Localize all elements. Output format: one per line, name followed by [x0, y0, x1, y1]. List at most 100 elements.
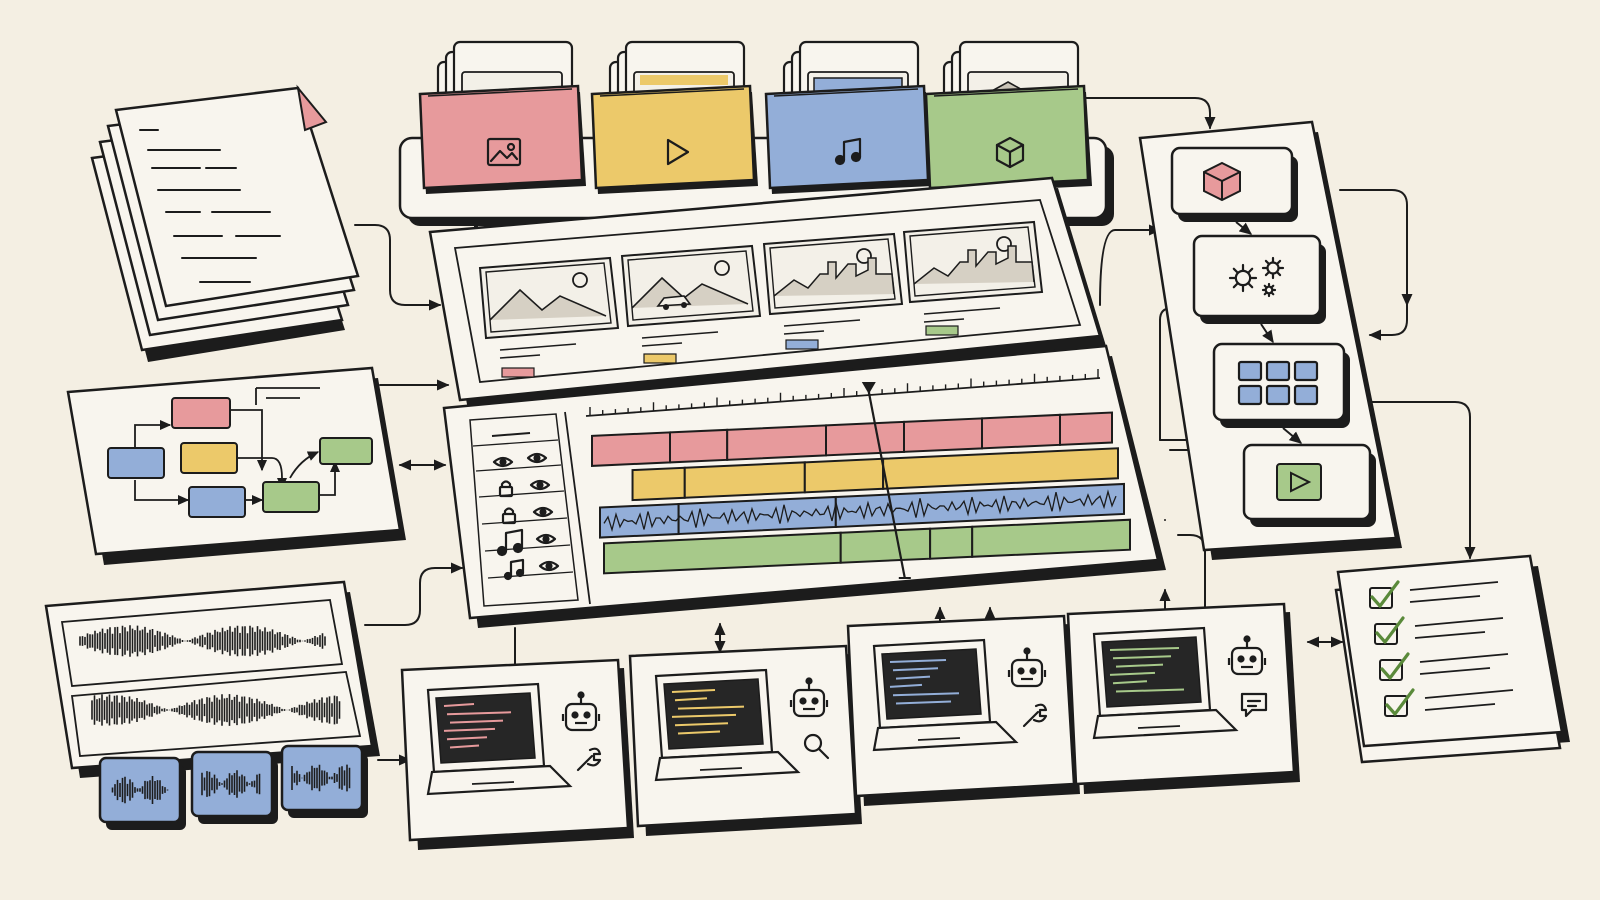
- storyboard-tag: [643, 353, 677, 364]
- laptop-icon: [426, 682, 573, 796]
- code-line: [449, 744, 480, 749]
- timeline-clip[interactable]: [803, 457, 885, 494]
- track-header-2: [501, 507, 517, 525]
- code-line: [1109, 671, 1156, 676]
- eye-icon: [529, 479, 551, 491]
- track-toggle-3: [535, 533, 557, 545]
- chat-bubble-icon: [1240, 692, 1268, 718]
- code-line: [895, 675, 931, 680]
- eye-icon: [538, 560, 560, 572]
- checkmark-icon: [1370, 580, 1400, 608]
- track-header-1: [498, 480, 514, 498]
- cube-icon: [1203, 161, 1241, 202]
- audio-waveform-1: [79, 625, 326, 657]
- timeline-clip[interactable]: [981, 413, 1061, 450]
- track-toggle-4: [538, 560, 560, 572]
- timeline-clip[interactable]: [882, 447, 1119, 490]
- checklist-item-3: [1379, 652, 1509, 681]
- checklist-item-1: [1369, 580, 1499, 609]
- timeline-clip[interactable]: [591, 431, 671, 467]
- audio-clip-2[interactable]: [190, 750, 278, 824]
- wrench-icon: [1022, 703, 1048, 728]
- timeline-track-green: [603, 518, 1131, 575]
- code-line: [671, 689, 716, 693]
- pipeline-step-gears-icon[interactable]: [1192, 234, 1326, 324]
- timeline-clip[interactable]: [1059, 411, 1113, 446]
- music-note-icon: [834, 137, 862, 166]
- code-line: [446, 736, 488, 741]
- eye-icon: [532, 506, 554, 518]
- timeline-clip[interactable]: [971, 518, 1131, 558]
- pipeline-arrow: [1235, 221, 1253, 235]
- timeline-clip[interactable]: [599, 502, 680, 539]
- code-line: [1115, 688, 1185, 693]
- code-line: [677, 730, 721, 735]
- code-line: [1112, 680, 1148, 685]
- eye-icon: [526, 452, 548, 464]
- code-line: [449, 719, 504, 724]
- code-line: [889, 659, 947, 663]
- play-icon: [1276, 463, 1322, 501]
- music-note-icon: [496, 528, 524, 557]
- lock-icon: [501, 507, 517, 525]
- grid-icon: [1237, 360, 1319, 406]
- magnifier-icon: [803, 733, 830, 760]
- track-header-3: [496, 528, 524, 557]
- timeline-playhead[interactable]: [861, 382, 911, 579]
- code-line: [671, 713, 737, 718]
- track-toggle-2: [532, 506, 554, 518]
- laptop-icon: [872, 638, 1019, 752]
- code-line: [443, 703, 475, 707]
- music-notes-icon: [503, 558, 525, 581]
- pipeline-arrow: [1260, 323, 1274, 344]
- timeline-clip[interactable]: [839, 527, 932, 564]
- timeline-clip[interactable]: [929, 525, 974, 560]
- checkmark-icon: [1375, 616, 1405, 644]
- laptop-icon: [654, 668, 801, 782]
- agent-card-3: [846, 614, 1080, 806]
- pipeline-step-play-icon[interactable]: [1242, 443, 1376, 527]
- pipeline-step-cube-icon[interactable]: [1170, 146, 1298, 222]
- timeline-clip[interactable]: [834, 482, 1125, 528]
- track-toggle-0: [526, 452, 548, 464]
- track-header-4: [503, 558, 525, 581]
- storyboard-tag: [785, 339, 819, 350]
- pipeline-arrow: [1282, 427, 1303, 444]
- timeline-track-blue: [599, 482, 1125, 539]
- timeline-track-yellow: [631, 447, 1119, 502]
- robot-icon: [1007, 647, 1047, 688]
- timeline-clip[interactable]: [669, 428, 729, 464]
- track-toggle-1: [529, 479, 551, 491]
- storyboard-frame-city-skyline: [902, 220, 1044, 336]
- pipeline-step-grid-icon[interactable]: [1212, 342, 1350, 428]
- image-icon: [486, 137, 522, 167]
- timeline-clip[interactable]: [903, 417, 983, 453]
- timeline-clip[interactable]: [726, 424, 827, 461]
- audio-clip-3[interactable]: [280, 744, 368, 818]
- timeline-clip[interactable]: [825, 420, 905, 457]
- timeline-clip[interactable]: [683, 461, 806, 499]
- storyboard-tag: [501, 367, 535, 378]
- storyboard-frame-hills-and-city: [762, 232, 904, 350]
- lock-icon: [498, 480, 514, 498]
- asset-bin-3d: [924, 40, 1092, 194]
- asset-bin-audio: [764, 40, 932, 194]
- timeline-clip[interactable]: [631, 466, 686, 502]
- code-line: [443, 727, 496, 732]
- audio-clip-1[interactable]: [98, 756, 186, 830]
- agent-card-4: [1066, 602, 1300, 794]
- code-line: [677, 705, 745, 710]
- play-icon: [666, 138, 690, 166]
- flow-node-blue-2: [188, 486, 246, 518]
- flowchart-card: [66, 366, 406, 565]
- code-line: [895, 700, 952, 705]
- checkmark-icon: [1385, 688, 1415, 716]
- wrench-icon: [576, 747, 602, 772]
- flow-node-red: [171, 397, 231, 429]
- script-document-stack: [90, 84, 360, 362]
- code-line: [892, 667, 939, 672]
- timeline-track-red: [591, 411, 1113, 467]
- flow-node-blue: [107, 447, 165, 479]
- gears-icon: [1228, 256, 1285, 298]
